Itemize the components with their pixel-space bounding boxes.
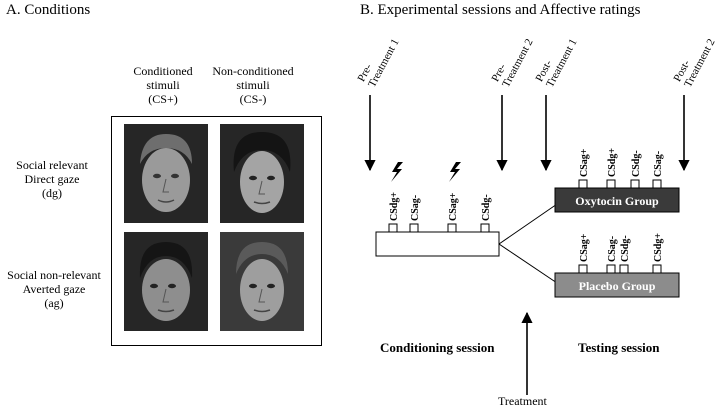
stimulus-label: CSdg- — [481, 194, 492, 221]
row-label-averted: Social non-relevant Averted gaze (ag) — [0, 268, 108, 310]
cs-minus-header-line1: Non-conditioned — [212, 64, 294, 78]
stimulus-label: CSag+ — [448, 192, 459, 221]
stimulus-label: CSdg+ — [389, 192, 400, 221]
stimulus-label: CSag- — [410, 195, 421, 221]
stimulus-label: CSag- — [607, 236, 618, 262]
treatment-label: Treatment — [498, 394, 547, 408]
pre-treatment-1-label: Pre- Treatment 1 — [355, 37, 402, 89]
stimulus-marker — [630, 179, 640, 189]
face-cs-minus-averted — [220, 232, 304, 331]
row-label-direct-line2: Direct gaze — [24, 172, 80, 186]
face-cs-plus-direct — [124, 124, 208, 223]
stimulus-marker — [652, 264, 662, 274]
panel-a-title: A. Conditions — [6, 2, 91, 18]
post-treatment-2-label: Post- Treatment 2 — [671, 37, 717, 89]
oxytocin-group-box — [554, 187, 680, 213]
stimulus-marker — [388, 223, 398, 233]
stimulus-label: CSag+ — [579, 148, 590, 177]
cs-minus-header: Non-conditioned stimuli (CS-) — [198, 64, 308, 106]
conditioning-session-box — [375, 231, 500, 257]
stimulus-marker — [447, 223, 457, 233]
stimulus-marker — [606, 264, 616, 274]
panel-b-title: B. Experimental sessions and Affective r… — [360, 2, 641, 18]
row-label-direct: Social relevant Direct gaze (dg) — [0, 158, 104, 200]
cs-plus-header: Conditioned stimuli (CS+) — [118, 64, 208, 106]
cs-minus-header-line3: (CS-) — [239, 92, 267, 106]
lightning-icon — [391, 162, 403, 182]
cs-plus-header-line3: (CS+) — [148, 92, 178, 106]
stimulus-marker — [578, 179, 588, 189]
face-cs-minus-direct — [220, 124, 304, 223]
stimulus-marker — [409, 223, 419, 233]
pre-treatment-2-label: Pre- Treatment 2 — [489, 37, 536, 89]
cs-minus-header-line2: stimuli — [236, 78, 270, 92]
branch-line-oxytocin — [498, 201, 561, 245]
stimulus-label: CSag- — [653, 151, 664, 177]
stimulus-label: CSdg- — [620, 235, 631, 262]
stimulus-label: CSag+ — [579, 233, 590, 262]
branch-line-placebo — [498, 243, 561, 286]
stimuli-frame — [111, 116, 322, 346]
post-treatment-1-label: Post- Treatment 1 — [533, 37, 579, 89]
face-cs-plus-averted — [124, 232, 208, 331]
placebo-group-label: Placebo Group — [579, 279, 656, 293]
lightning-icon — [449, 162, 461, 182]
stimulus-marker — [578, 264, 588, 274]
row-label-direct-line3: (dg) — [42, 186, 62, 200]
svg-text:Treatment 2: Treatment 2 — [500, 37, 536, 89]
stimulus-label: CSdg- — [631, 150, 642, 177]
stimulus-label: CSdg+ — [607, 148, 618, 177]
testing-session-label: Testing session — [578, 340, 660, 355]
stimulus-marker — [652, 179, 662, 189]
stimulus-label: CSdg+ — [653, 233, 664, 262]
row-label-averted-line2: Averted gaze — [22, 282, 86, 296]
row-label-averted-line1: Social non-relevant — [7, 268, 101, 282]
cs-plus-header-line2: stimuli — [146, 78, 180, 92]
placebo-group-box — [554, 272, 680, 298]
cs-plus-header-line1: Conditioned — [133, 64, 193, 78]
stimulus-marker — [619, 264, 629, 274]
stimulus-marker — [480, 223, 490, 233]
oxytocin-group-label: Oxytocin Group — [575, 194, 659, 208]
stimulus-marker — [606, 179, 616, 189]
svg-text:Treatment 1: Treatment 1 — [366, 37, 402, 89]
row-label-averted-line3: (ag) — [44, 296, 64, 310]
row-label-direct-line1: Social relevant — [16, 158, 88, 172]
conditioning-session-label: Conditioning session — [380, 340, 495, 355]
